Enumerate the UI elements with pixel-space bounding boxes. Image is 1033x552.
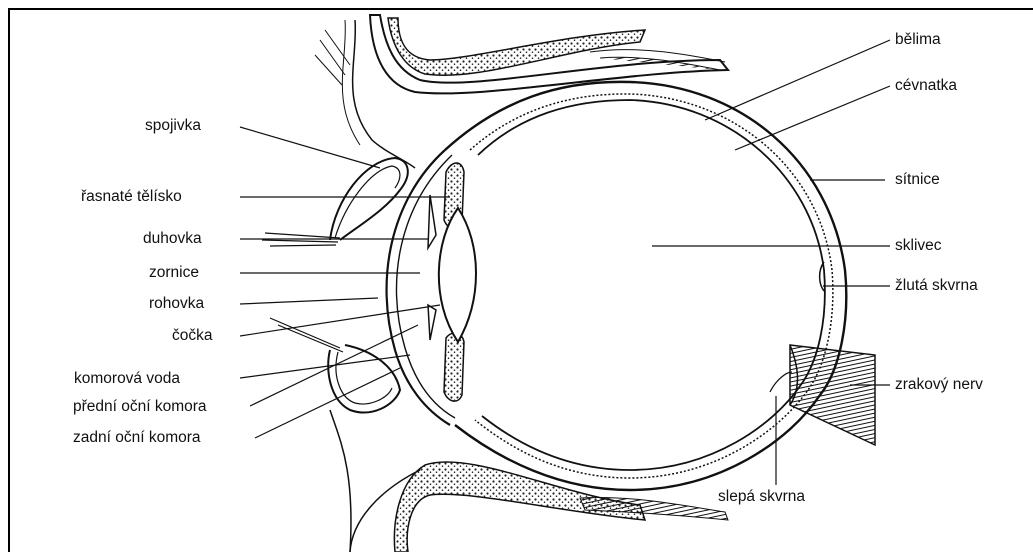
label-duhovka: duhovka: [143, 230, 202, 248]
eyelids: [262, 20, 415, 552]
label-predni-ocni-komora: přední oční komora: [73, 398, 207, 416]
label-rohovka: rohovka: [149, 295, 204, 313]
upper-orbital-bone: [370, 15, 728, 93]
label-cocka: čočka: [172, 327, 213, 345]
label-slepa-skvrna: slepá skvrna: [718, 488, 805, 506]
label-zluta-skvrna: žlutá skvrna: [895, 277, 978, 295]
lens: [439, 208, 476, 342]
label-komorova-voda: komorová voda: [74, 370, 180, 388]
label-zornice: zornice: [149, 264, 199, 282]
label-cevnatka: cévnatka: [895, 77, 957, 95]
optic-nerve: [770, 345, 875, 445]
label-belima: bělima: [895, 31, 941, 49]
label-rasnate-telisko: řasnaté tělísko: [81, 188, 182, 206]
label-zrakovy-nerv: zrakový nerv: [895, 376, 983, 394]
label-zadni-ocni-komora: zadní oční komora: [73, 429, 201, 447]
label-sitnice: sítnice: [895, 171, 940, 189]
lower-orbital-bone: [350, 462, 728, 552]
label-spojivka: spojivka: [145, 117, 201, 135]
eyeball-layers: [445, 82, 846, 490]
label-sklivec: sklivec: [895, 237, 942, 255]
